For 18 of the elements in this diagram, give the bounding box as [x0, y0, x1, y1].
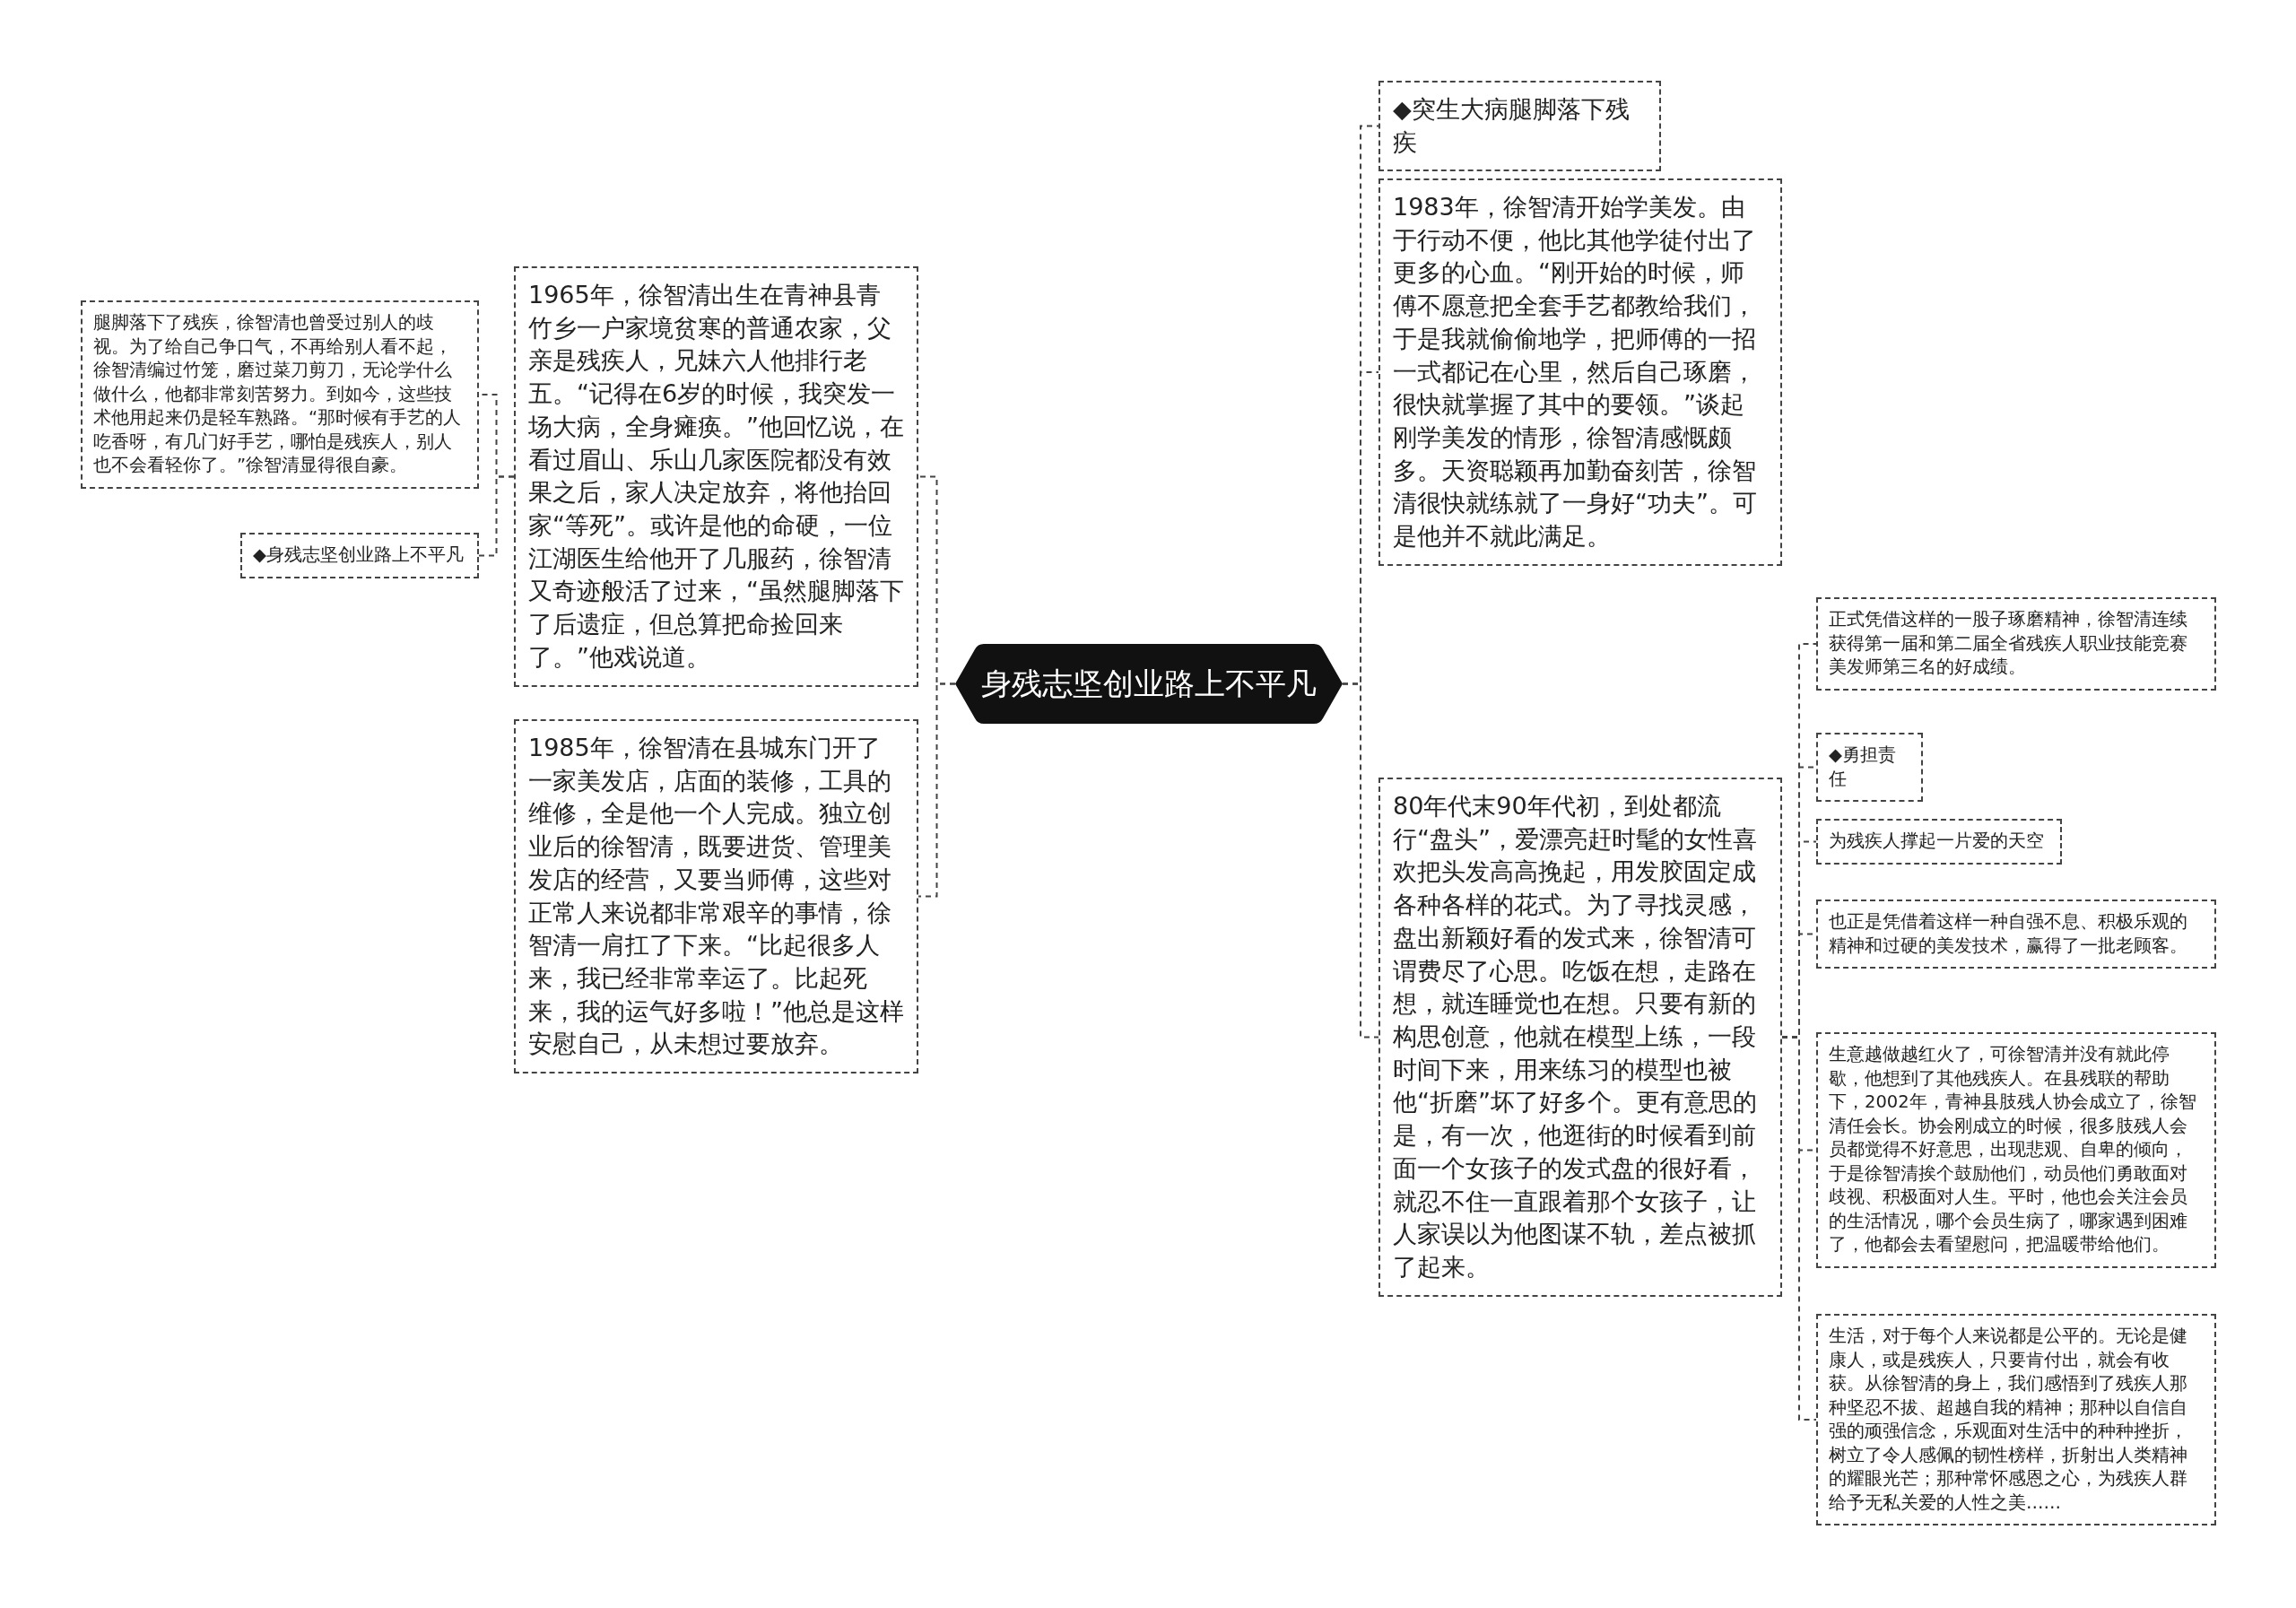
text-box: 正式凭借这样的一股子琢磨精神，徐智清连续获得第一届和第二届全省残疾人职业技能竞赛美发师第三名的好成绩。 — [1816, 597, 2216, 691]
text-box: 1983年，徐智清开始学美发。由于行动不便，他比其他学徒付出了更多的心血。“刚开始的时候，师傅不愿意把全套手艺都教给我们，于是我就偷偷地学，把师傅的一招一式都记在心里，然后自己琢磨，很快就掌握了其中的要领。”谈起刚学美发的情形，徐智清感慨颇多。天资聪颖再加勤奋刻苦，徐智清很快就练就了一身好“功夫”。可是他并不就此满足。 — [1378, 178, 1782, 566]
text-box: 80年代末90年代初，到处都流行“盘头”，爱漂亮赶时髦的女性喜欢把头发高高挽起，用发胶固定成各种各样的花式。为了寻找灵感，盘出新颖好看的发式来，徐智清可谓费尽了心思。吃饭在想，走路在想，就连睡觉也在想。只要有新的构思创意，他就在模型上练，一段时间下来，用来练习的模型也被他“折磨”坏了好多个。更有意思的是，有一次，他逛街的时候看到前面一个女孩子的发式盘的很好看，就忍不住一直跟着那个女孩子，让人家误以为他图谋不轨，差点被抓了起来。 — [1378, 778, 1782, 1297]
connector-line — [918, 682, 956, 898]
text-box: 为残疾人撑起一片爱的天空 — [1816, 819, 2062, 865]
connector-line — [478, 475, 515, 557]
text-box: ◆突生大病腿脚落下残疾 — [1378, 81, 1661, 172]
text-box: 1985年，徐智清在县城东门开了一家美发店，店面的装修，工具的维修，全是他一个人完成。独立创业后的徐智清，既要进货、管理美发店的经营，又要当师傅，这些对正常人来说都非常艰辛的事情，徐智清一肩扛了下来。“比起很多人来，我已经非常幸运了。比起死来，我的运气好多啦！”他总是这样安慰自己，从未想过要放弃。 — [514, 719, 918, 1074]
topic-text: 身残志坚创业路上不平凡 — [981, 664, 1317, 703]
text-box: 也正是凭借着这样一种自强不息、积极乐观的精神和过硬的美发技术，赢得了一批老顾客。 — [1816, 900, 2216, 969]
connector-line — [1342, 682, 1379, 1039]
text-box: ◆身残志坚创业路上不平凡 — [240, 533, 479, 578]
text-box: 1965年，徐智清出生在青神县青竹乡一户家境贫寒的普通农家，父亲是残疾人，兄妹六人他排行老五。“记得在6岁的时候，我突发一场大病，全身瘫痪。”他回忆说，在看过眉山、乐山几家医院都没有效果之后，家人决定放弃，将他抬回家“等死”。或许是他的命硬，一位江湖医生给他开了几服药，徐智清又奇迹般活了过来，“虽然腿脚落下了后遗症，但总算把命捡回来了。”他戏说道。 — [514, 266, 918, 687]
text-box: ◆勇担责任 — [1816, 733, 1923, 803]
text-box: 腿脚落下了残疾，徐智清也曾受过别人的歧视。为了给自己争口气，不再给别人看不起，徐智清编过竹笼，磨过菜刀剪刀，无论学什么做什么，他都非常刻苦努力。到如今，这些技术他用起来仍是轻车熟路。“那时候有手艺的人吃香呀，有几门好手艺，哪怕是残疾人，别人也不会看轻你了。”徐智清显得很自豪。 — [81, 300, 479, 489]
central-topic — [955, 644, 1343, 724]
text-box: 生活，对于每个人来说都是公平的。无论是健康人，或是残疾人，只要肯付出，就会有收获。从徐智清的身上，我们感悟到了残疾人那种坚忍不拔、超越自我的精神；那种以自信自强的顽强信念，乐观面对生活中的种种挫折，树立了令人感佩的韧性榜样，折射出人类精神的耀眼光芒；那种常怀感恩之心，为残疾人群给予无私关爱的人性之美…… — [1816, 1314, 2216, 1526]
text-box: 生意越做越红火了，可徐智清并没有就此停歇，他想到了其他残疾人。在县残联的帮助下，2002年，青神县肢残人协会成立了，徐智清任会长。协会刚成立的时候，很多肢残人会员都觉得不好意思，出现悲观、自卑的倾向，于是徐智清挨个鼓励他们，动员他们勇敢面对歧视、积极面对人生。平时，他也会关注会员的生活情况，哪个会员生病了，哪家遇到困难了，他都会去看望慰问，把温暖带给他们。 — [1816, 1032, 2216, 1268]
